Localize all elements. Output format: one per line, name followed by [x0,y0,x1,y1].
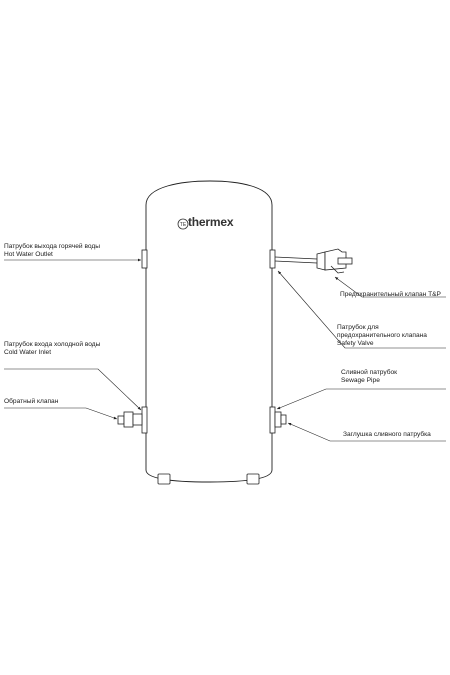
tank-body [145,180,273,485]
leader-safety-pipe [277,270,446,349]
tp-valve [274,248,353,274]
svg-text:TE: TE [180,222,187,228]
brand-name: thermex [188,215,234,229]
label-tp-valve: Предохранительный клапан T&P [340,291,441,298]
label-hot-outlet: Патрубок выхода горячей воды Hot Water O… [4,243,100,258]
leader-drain-pipe [276,388,446,410]
cold-water-inlet-pipe [141,406,148,434]
label-check-valve: Обратный клапан [4,398,59,405]
leader-drain-plug [287,422,446,442]
label-drain-pipe: Сливной патрубок Sewage Pipe [341,369,398,384]
safety-valve-pipe [269,249,276,269]
leader-tp-valve [334,276,446,298]
label-safety-pipe: Патрубок для предохранительного клапана … [337,324,427,347]
leader-check-valve [4,407,118,420]
sewage-pipe [269,406,276,434]
label-drain-plug: Заглушка сливного патрубка [343,431,431,438]
label-cold-inlet: Патрубок входа холодной воды Cold Water … [4,341,101,356]
thermex-logo-icon: TE [177,218,189,230]
hot-water-outlet-pipe [141,249,148,269]
check-valve [117,411,143,428]
drain-plug [274,411,287,428]
leader-cold-inlet [4,368,142,411]
